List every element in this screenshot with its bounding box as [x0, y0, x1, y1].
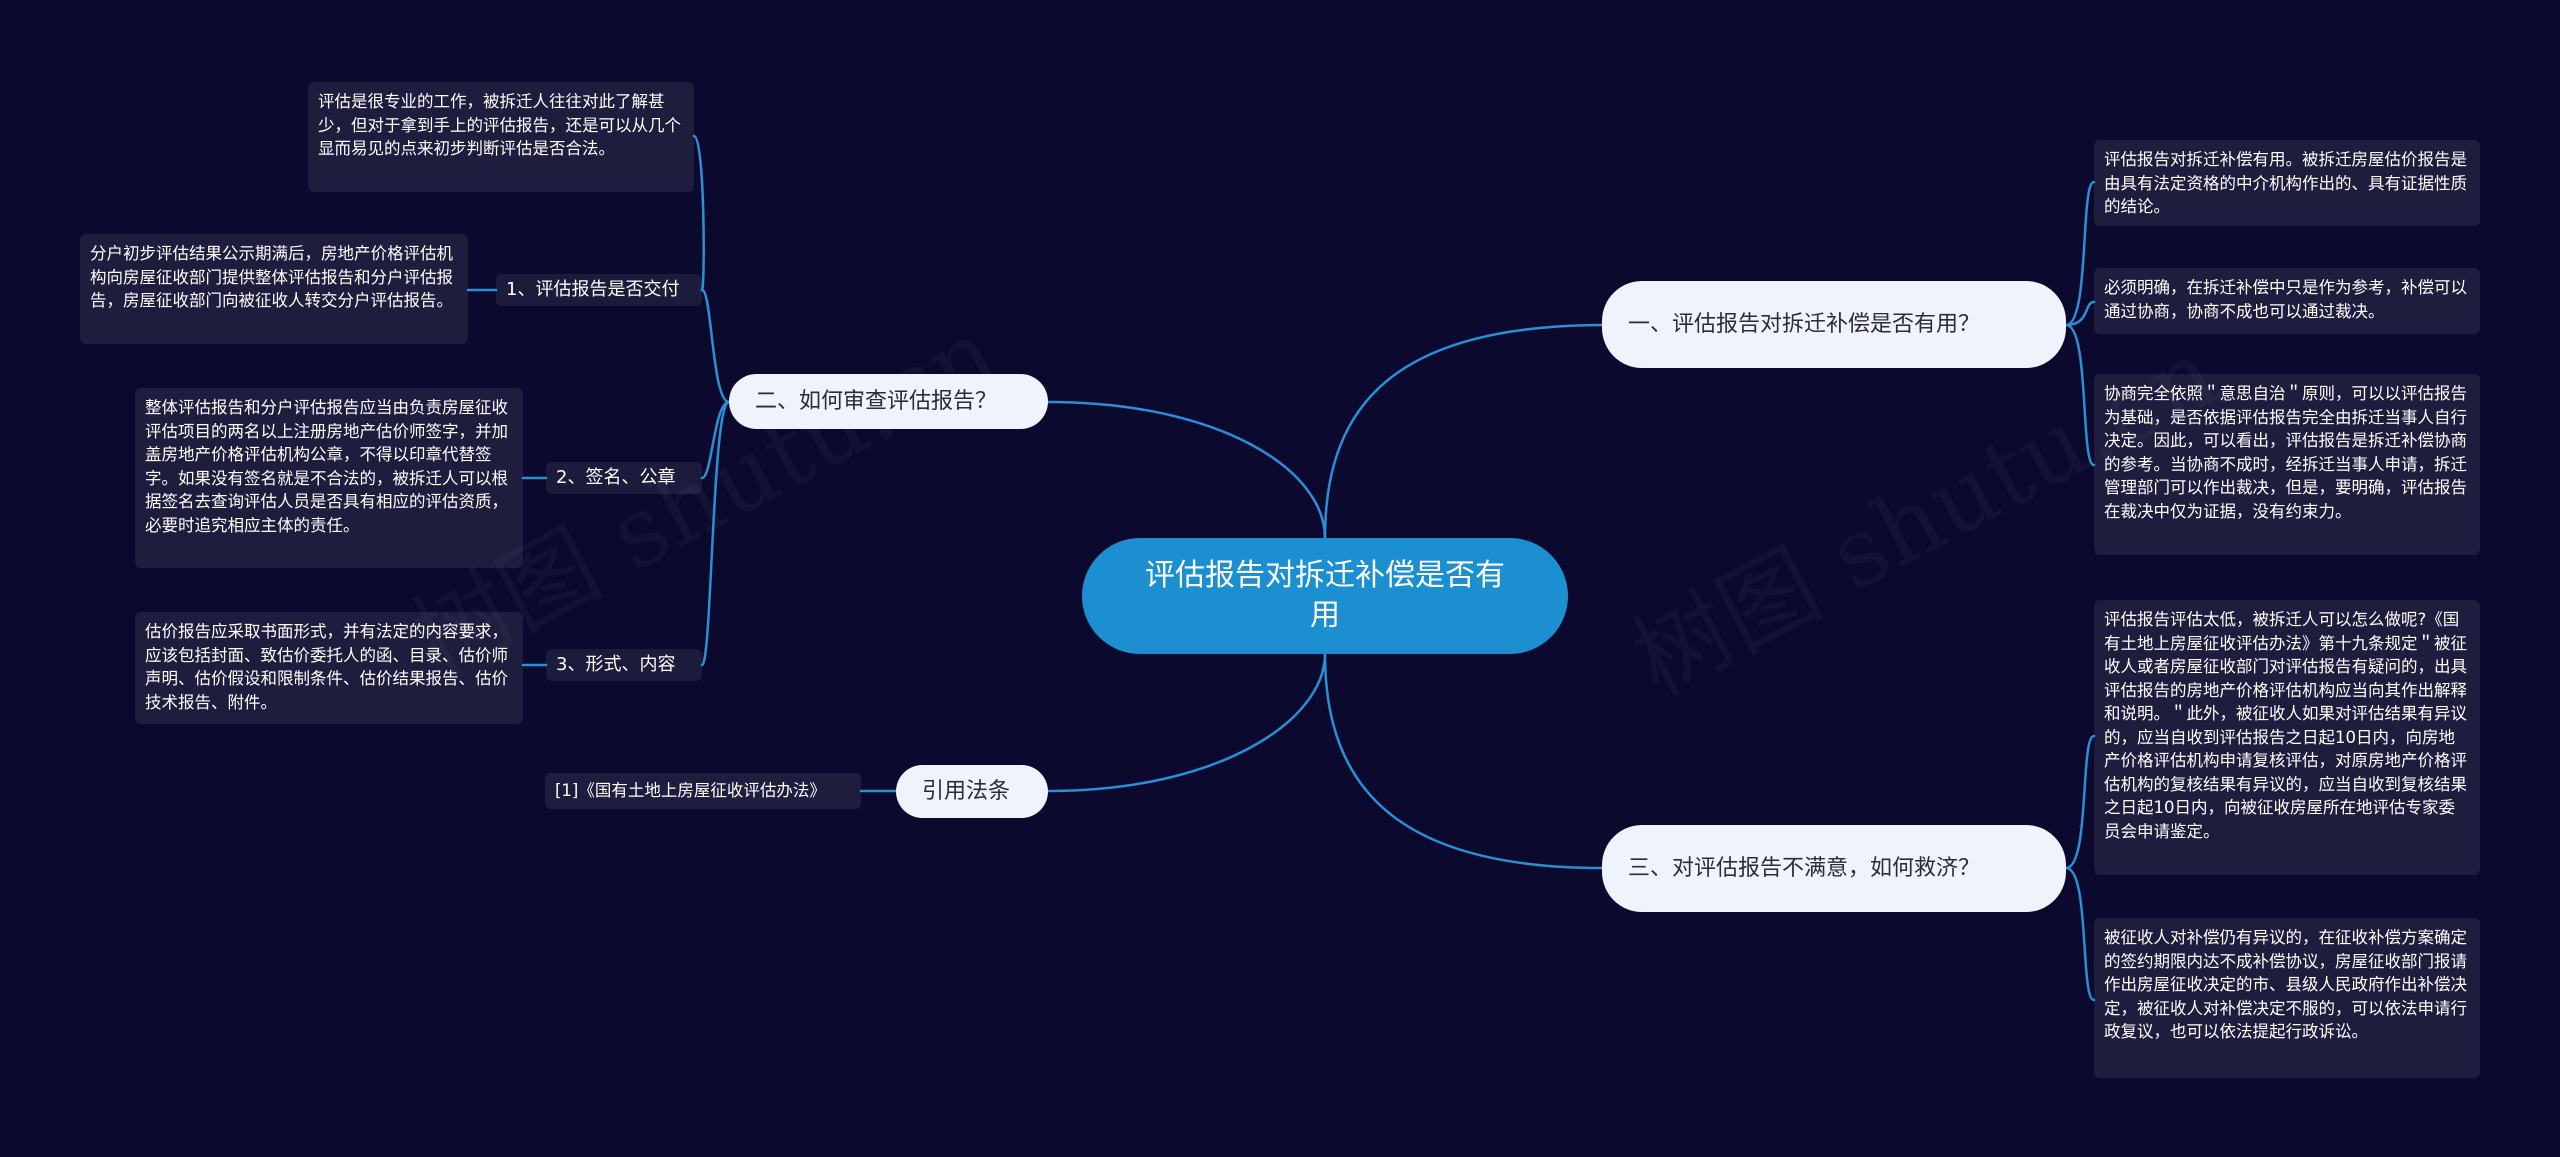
leaf-b1-3: 协商完全依照＂意思自治＂原则，可以以评估报告为基础，是否依据评估报告完全由拆迁当… — [2094, 374, 2480, 555]
leaf-sub3-1: 估价报告应采取书面形式，并有法定的内容要求，应该包括封面、致估价委托人的函、目录… — [135, 612, 523, 724]
link-b1-leaves — [2064, 180, 2096, 467]
link-root-b2 — [1046, 400, 1327, 540]
link-sub1-leaves — [466, 134, 705, 292]
sub-delivered[interactable]: 1、评估报告是否交付 — [496, 274, 702, 306]
branch-evaluation-useful[interactable]: 一、评估报告对拆迁补偿是否有用？ — [1602, 281, 2066, 368]
link-root-b3 — [1323, 652, 1604, 870]
link-b3-leaves — [2064, 734, 2096, 1002]
link-root-b1 — [1323, 323, 1604, 540]
leaf-sub1-1: 评估是很专业的工作，被拆迁人往往对此了解甚少，但对于拿到手上的评估报告，还是可以… — [308, 82, 694, 192]
root-topic[interactable]: 评估报告对拆迁补偿是否有用 — [1082, 538, 1568, 654]
leaf-cited-law: [1]《国有土地上房屋征收评估办法》 — [545, 773, 861, 809]
sub-form-content[interactable]: 3、形式、内容 — [546, 649, 702, 681]
leaf-b3-1: 评估报告评估太低，被拆迁人可以怎么做呢?《国有土地上房屋征收评估办法》第十九条规… — [2094, 600, 2480, 875]
link-root-b4 — [1046, 652, 1327, 793]
branch-review-report[interactable]: 二、如何审查评估报告？ — [729, 374, 1048, 429]
branch-remedy[interactable]: 三、对评估报告不满意，如何救济？ — [1602, 825, 2066, 912]
link-b2-subs — [700, 288, 731, 667]
leaf-sub1-2: 分户初步评估结果公示期满后，房地产价格评估机构向房屋征收部门提供整体评估报告和分… — [80, 234, 468, 344]
leaf-b1-1: 评估报告对拆迁补偿有用。被拆迁房屋估价报告是由具有法定资格的中介机构作出的、具有… — [2094, 140, 2480, 226]
leaf-sub2-1: 整体评估报告和分户评估报告应当由负责房屋征收评估项目的两名以上注册房地产估价师签… — [135, 388, 523, 568]
branch-cited-law[interactable]: 引用法条 — [896, 765, 1048, 818]
leaf-b3-2: 被征收人对补偿仍有异议的，在征收补偿方案确定的签约期限内达不成补偿协议，房屋征收… — [2094, 918, 2480, 1078]
leaf-b1-2: 必须明确，在拆迁补偿中只是作为参考，补偿可以通过协商，协商不成也可以通过裁决。 — [2094, 268, 2480, 334]
sub-signature-seal[interactable]: 2、签名、公章 — [546, 462, 702, 494]
